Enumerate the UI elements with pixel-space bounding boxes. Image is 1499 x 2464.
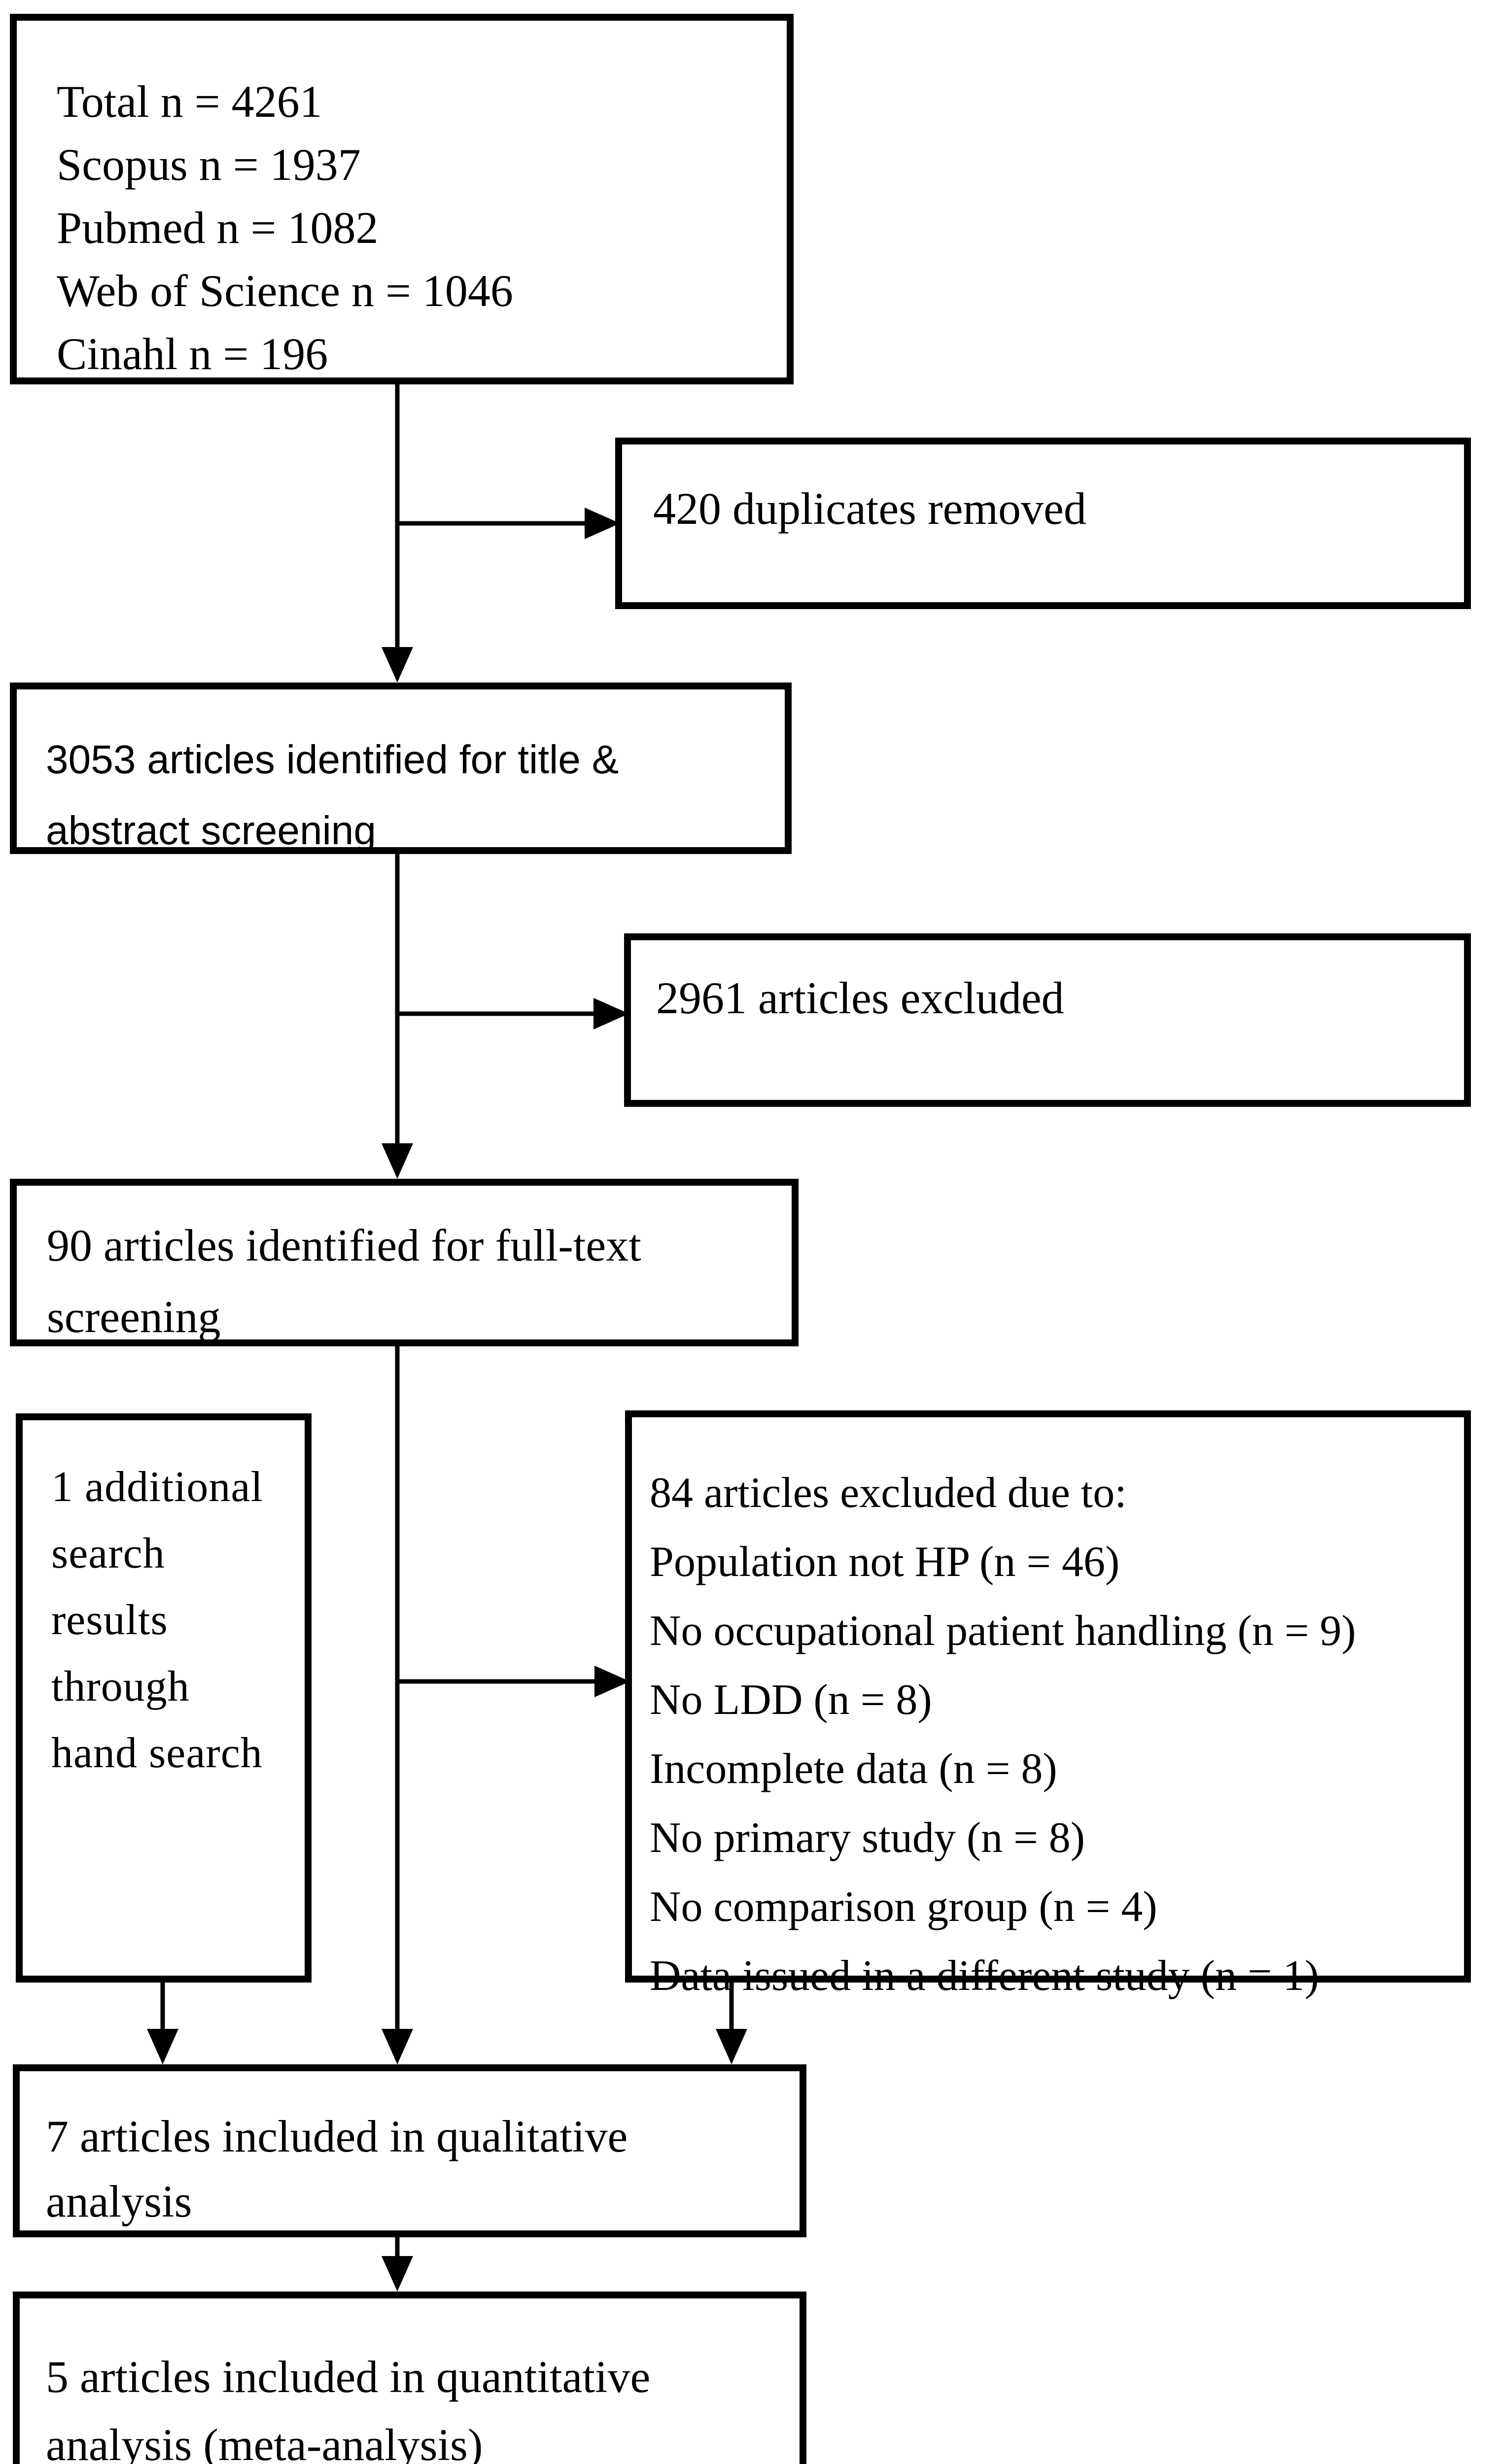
exclusion-reason-line: Data issued in a different study (n = 1) xyxy=(650,1952,1319,2000)
text-line: search xyxy=(51,1530,165,1577)
connector-to-fulltext-excluded xyxy=(397,1666,630,1697)
node-fulltext-excluded-reasons: 84 articles excluded due to: Population … xyxy=(625,1410,1471,2000)
text-line: 5 articles included in quantitative xyxy=(46,2352,651,2402)
exclusion-reason-line: Population not HP (n = 46) xyxy=(650,1538,1120,1586)
text-line: results xyxy=(51,1596,168,1644)
source-pubmed-line: Pubmed n = 1082 xyxy=(57,203,379,253)
exclusion-header-line: 84 articles excluded due to: xyxy=(650,1469,1127,1517)
connector-sources-to-title-screening xyxy=(382,384,413,683)
text-line: analysis xyxy=(46,2176,192,2226)
arrowhead-right xyxy=(593,998,629,1029)
exclusion-reason-line: Incomplete data (n = 8) xyxy=(650,1745,1057,1793)
arrowhead-right xyxy=(585,508,620,539)
text-line: 90 articles identified for full-text xyxy=(47,1220,641,1270)
node-qualitative-analysis: 7 articles included in qualitative analy… xyxy=(13,2064,806,2237)
arrowhead-down xyxy=(382,2029,413,2064)
node-hand-search: 1 additional search results through hand… xyxy=(16,1413,312,1983)
source-scopus-line: Scopus n = 1937 xyxy=(57,139,361,190)
arrowhead-down xyxy=(382,2256,413,2292)
text-line: through xyxy=(51,1663,190,1711)
source-wos-line: Web of Science n = 1046 xyxy=(57,266,513,316)
connector-handsearch-to-qualitative xyxy=(147,1983,178,2064)
node-articles-excluded: 2961 articles excluded xyxy=(624,933,1471,1107)
node-fulltext-screening: 90 articles identified for full-text scr… xyxy=(10,1179,799,1346)
text-line: screening xyxy=(47,1292,221,1342)
text-line: 7 articles included in qualitative xyxy=(46,2111,628,2161)
text-line: 3053 articles identified for title & xyxy=(46,737,619,782)
text-line: 2961 articles excluded xyxy=(656,973,1064,1023)
arrowhead-right xyxy=(594,1666,630,1697)
connector-excluded-to-qualitative xyxy=(716,1983,747,2064)
arrowhead-down xyxy=(382,647,413,683)
text-line: abstract screening xyxy=(46,808,377,853)
connector-to-articles-excluded xyxy=(397,998,629,1029)
node-quantitative-analysis: 5 articles included in quantitative anal… xyxy=(13,2292,806,2464)
arrowhead-down xyxy=(147,2029,178,2064)
exclusion-reason-line: No primary study (n = 8) xyxy=(650,1814,1085,1862)
exclusion-reason-line: No occupational patient handling (n = 9) xyxy=(650,1607,1356,1655)
text-line: 420 duplicates removed xyxy=(653,483,1086,534)
text-line: hand search xyxy=(51,1729,263,1777)
source-total-line: Total n = 4261 xyxy=(57,76,322,127)
node-duplicates-removed: 420 duplicates removed xyxy=(615,438,1471,609)
connector-to-duplicates-removed xyxy=(397,508,620,539)
source-cinahl-line: Cinahl n = 196 xyxy=(57,329,328,379)
exclusion-reason-line: No LDD (n = 8) xyxy=(650,1676,932,1724)
connector-fulltext-to-qualitative xyxy=(382,1346,413,2064)
arrowhead-down xyxy=(716,2029,747,2064)
text-line: analysis (meta-analysis) xyxy=(46,2420,483,2464)
text-line: 1 additional xyxy=(51,1463,263,1511)
exclusion-reason-line: No comparison group (n = 4) xyxy=(650,1883,1157,1931)
connector-title-to-fulltext-screening xyxy=(382,854,413,1179)
node-search-sources: Total n = 4261 Scopus n = 1937 Pubmed n … xyxy=(10,14,794,384)
node-title-abstract-screening: 3053 articles identified for title & abs… xyxy=(10,683,792,854)
connector-qualitative-to-quantitative xyxy=(382,2237,413,2292)
arrowhead-down xyxy=(382,1143,413,1179)
